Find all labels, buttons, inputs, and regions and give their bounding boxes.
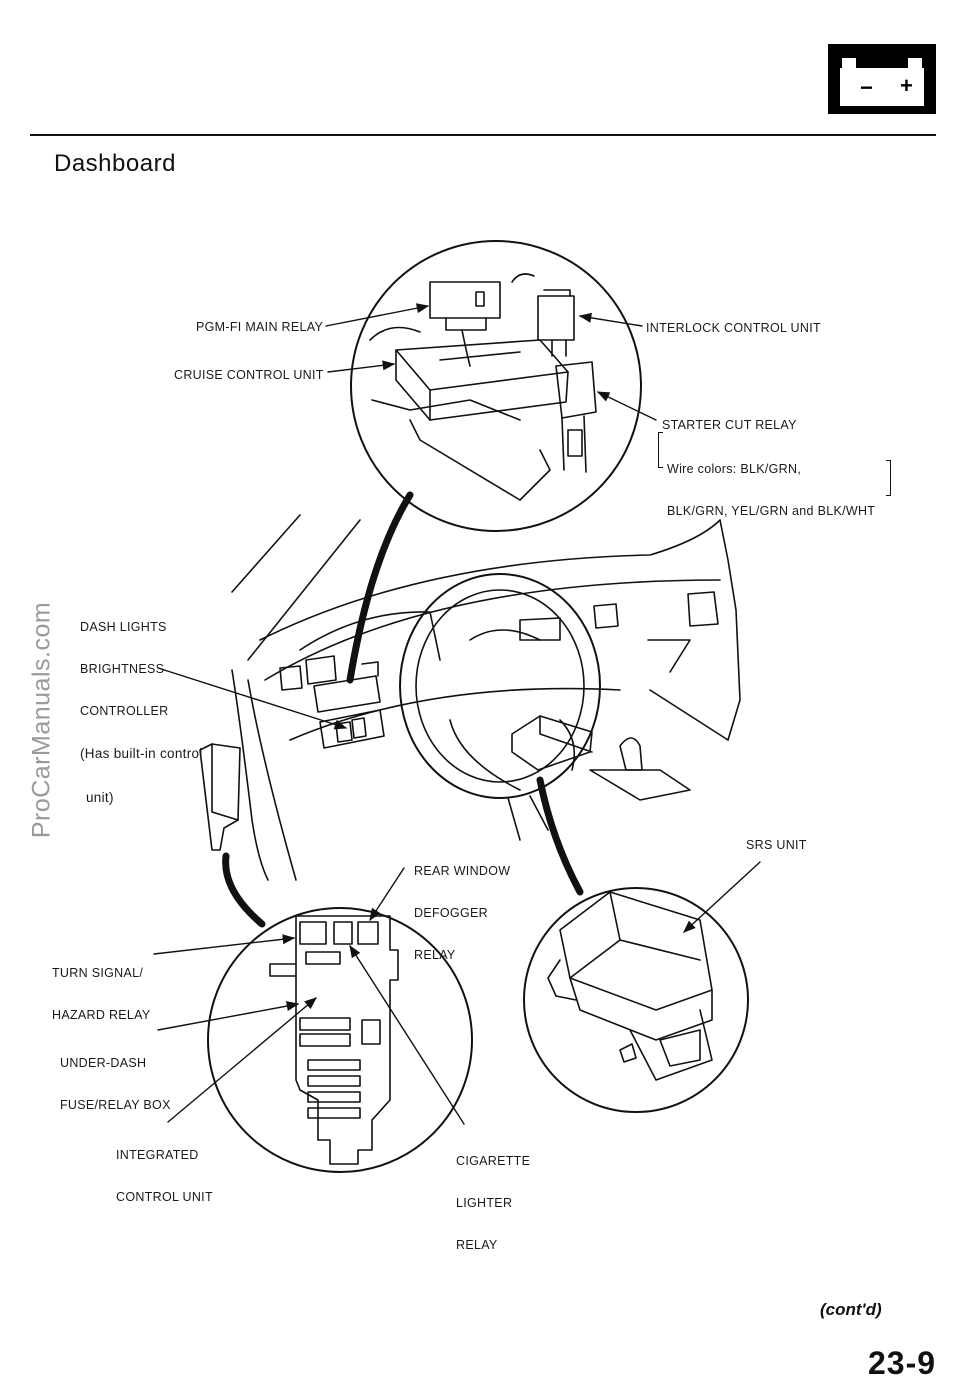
- top-callout-curve: [346, 491, 414, 684]
- label-wire-colors-line-2: BLK/GRN, YEL/GRN and BLK/WHT: [667, 504, 876, 518]
- right-bracket: [886, 460, 891, 496]
- label-under-dash-fuse-relay-box: UNDER-DASH FUSE/RELAY BOX: [60, 1028, 171, 1126]
- battery-minus-sign: −: [860, 75, 873, 100]
- battery-terminal-negative: [842, 58, 856, 68]
- battery-icon: − +: [828, 44, 936, 114]
- left-callout-curve: [222, 852, 266, 928]
- interlock-leader: [578, 312, 643, 327]
- rear-window-leader: [369, 867, 405, 922]
- label-pgm-fi-main-relay: PGM-FI MAIN RELAY: [196, 320, 324, 334]
- label-rear-window-defogger-relay: REAR WINDOW DEFOGGER RELAY: [414, 836, 510, 976]
- battery-plus-sign: +: [900, 73, 913, 98]
- page-number: 23-9: [868, 1345, 937, 1381]
- label-cigarette-lighter-relay: CIGARETTE LIGHTER RELAY: [456, 1126, 530, 1266]
- left-bracket: [658, 432, 663, 468]
- continued-marker: (cont'd): [820, 1300, 882, 1319]
- starter-cut-leader: [596, 391, 657, 421]
- under-dash-leader: [157, 1001, 300, 1031]
- turn-signal-relay-shape: [199, 743, 241, 851]
- label-integrated-line-2: CONTROL UNIT: [116, 1190, 213, 1204]
- leader-lines: [153, 303, 761, 1125]
- srs-detail-circle: [523, 887, 749, 1113]
- label-rear-window-line-3: RELAY: [414, 948, 456, 962]
- cruise-leader: [327, 360, 396, 373]
- turn-signal-leader: [153, 934, 296, 955]
- steering-wheel: [399, 573, 601, 841]
- label-dash-lights-line-2: BRIGHTNESS: [80, 662, 165, 676]
- header-rule: [30, 134, 936, 136]
- cigarette-leader: [349, 944, 465, 1125]
- battery-body: − +: [840, 68, 924, 106]
- label-cigarette-line-1: CIGARETTE: [456, 1154, 531, 1168]
- label-wire-colors-line-1: Wire colors: BLK/GRN,: [667, 462, 802, 476]
- page-title: Dashboard: [54, 150, 176, 177]
- fuse-box-detail-circle: [207, 907, 473, 1173]
- label-turn-signal-line-2: HAZARD RELAY: [52, 1008, 151, 1022]
- label-under-dash-line-1: UNDER-DASH: [60, 1056, 147, 1070]
- label-turn-signal-line-1: TURN SIGNAL/: [52, 966, 144, 980]
- label-srs-unit: SRS UNIT: [746, 838, 807, 852]
- label-under-dash-line-2: FUSE/RELAY BOX: [60, 1098, 171, 1112]
- top-detail-circle: [350, 240, 642, 532]
- pgm-fi-leader: [325, 303, 430, 327]
- dashboard-outline: [231, 514, 741, 881]
- dash-lights-controller: [279, 665, 303, 691]
- label-dash-lights-line-5: unit): [86, 790, 114, 805]
- label-cruise-control-unit: CRUISE CONTROL UNIT: [174, 368, 324, 382]
- label-cigarette-line-3: RELAY: [456, 1238, 498, 1252]
- label-integrated-control-unit: INTEGRATED CONTROL UNIT: [116, 1120, 213, 1218]
- label-cigarette-line-2: LIGHTER: [456, 1196, 513, 1210]
- label-interlock-control-unit: INTERLOCK CONTROL UNIT: [646, 321, 821, 335]
- label-dash-lights-line-4: (Has built-in control: [80, 746, 203, 761]
- label-dash-lights-line-1: DASH LIGHTS: [80, 620, 167, 634]
- srs-leader: [683, 861, 761, 933]
- label-turn-signal-hazard-relay: TURN SIGNAL/ HAZARD RELAY: [52, 938, 151, 1036]
- label-dash-lights-controller: DASH LIGHTS BRIGHTNESS CONTROLLER (Has b…: [80, 592, 203, 819]
- battery-terminal-positive: [908, 58, 922, 68]
- dash-lights-leader: [157, 667, 348, 730]
- label-rear-window-line-1: REAR WINDOW: [414, 864, 511, 878]
- label-integrated-line-1: INTEGRATED: [116, 1148, 199, 1162]
- integrated-leader: [167, 997, 317, 1123]
- label-dash-lights-line-3: CONTROLLER: [80, 704, 169, 718]
- label-starter-cut-relay: STARTER CUT RELAY: [662, 418, 797, 432]
- label-wire-colors: Wire colors: BLK/GRN, BLK/GRN, YEL/GRN a…: [667, 434, 875, 532]
- right-callout-curve: [536, 776, 584, 896]
- label-rear-window-line-2: DEFOGGER: [414, 906, 488, 920]
